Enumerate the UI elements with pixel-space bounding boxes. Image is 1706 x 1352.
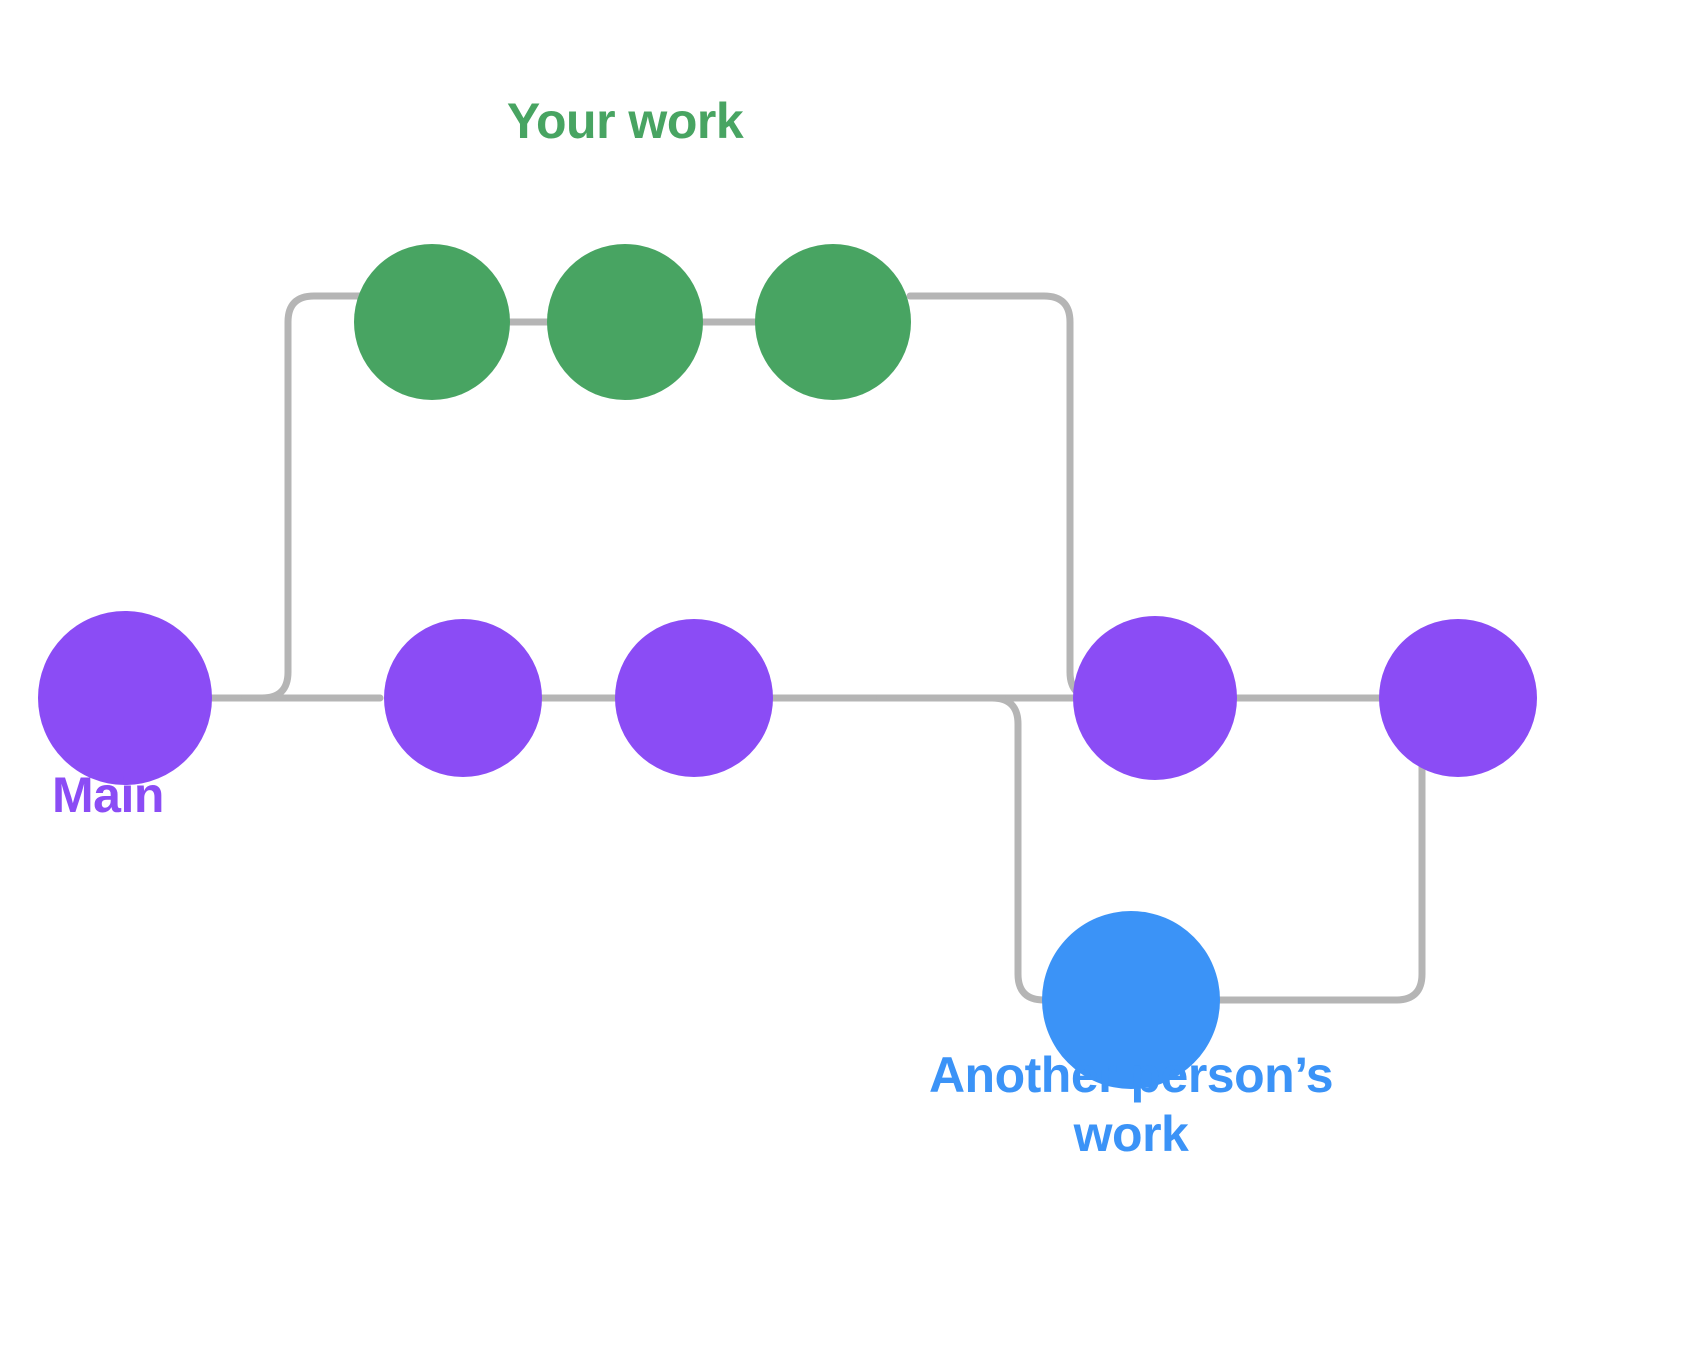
commit-node-your-work-2[interactable] — [547, 244, 703, 400]
commit-node-main-1[interactable] — [38, 611, 212, 785]
commit-node-another-person-1[interactable] — [1042, 911, 1220, 1089]
connector-merge-another-person — [1212, 694, 1426, 1004]
commit-node-main-4[interactable] — [1073, 616, 1237, 780]
connector-merge-your-work — [906, 292, 1100, 702]
branch-label-another-person: Another person’s work — [928, 1047, 1334, 1162]
commit-node-your-work-1[interactable] — [354, 244, 510, 400]
connector-layer — [196, 292, 1426, 1004]
commit-node-main-5[interactable] — [1379, 619, 1537, 777]
branch-label-main: Main — [52, 767, 164, 823]
connector-branch-another-person — [876, 694, 1058, 1004]
branch-label-your-work: Your work — [506, 93, 744, 149]
commit-node-layer — [38, 244, 1537, 1089]
commit-node-main-2[interactable] — [384, 619, 542, 777]
connector-branch-your-work — [241, 292, 364, 702]
commit-node-your-work-3[interactable] — [755, 244, 911, 400]
commit-node-main-3[interactable] — [615, 619, 773, 777]
